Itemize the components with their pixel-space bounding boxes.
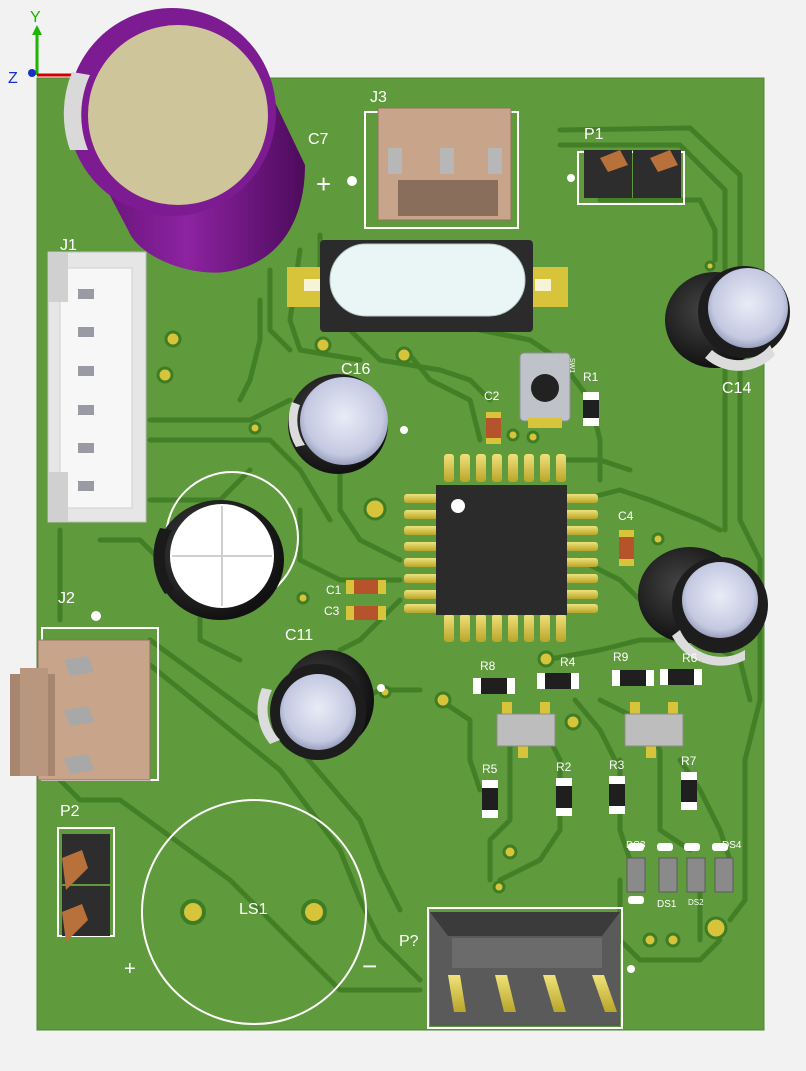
label-p2: P2 (60, 803, 80, 820)
resistor-r5[interactable] (482, 780, 498, 818)
crystal-oscillator[interactable] (287, 240, 568, 332)
buzzer-ls1[interactable] (141, 799, 367, 1025)
resistor-r8[interactable] (473, 678, 515, 694)
resistor-r9[interactable] (612, 670, 654, 686)
label-c4: C4 (618, 509, 634, 523)
axis-y-label: Y (30, 9, 41, 26)
label-j1: J1 (60, 237, 77, 254)
label-ds1: DS1 (657, 899, 677, 910)
label-c11: C11 (285, 627, 313, 644)
connector-p-unknown[interactable] (427, 907, 623, 1029)
ic-pins-right (564, 494, 598, 613)
led-ds2[interactable] (684, 843, 706, 893)
label-p1: P1 (584, 126, 604, 143)
led-ds1[interactable] (657, 843, 678, 893)
axis-z-label: Z (8, 70, 18, 87)
label-c3: C3 (324, 604, 340, 618)
connector-j1[interactable] (47, 251, 147, 523)
label-r6: R6 (682, 651, 698, 665)
header-p1[interactable] (577, 150, 685, 205)
label-ds2: DS2 (688, 898, 704, 907)
header-p2[interactable] (57, 827, 115, 942)
label-c16: C16 (341, 361, 370, 378)
white-markers (91, 174, 635, 973)
capacitor-c3[interactable] (346, 606, 386, 620)
resistor-r3[interactable] (609, 776, 625, 814)
label-j3: J3 (370, 89, 387, 106)
label-c1: C1 (326, 583, 342, 597)
resistor-r2[interactable] (556, 778, 572, 816)
label-c2: C2 (484, 389, 500, 403)
label-r8: R8 (480, 659, 496, 673)
led-ds3[interactable] (626, 843, 646, 904)
label-ds3: DS3 (626, 840, 646, 851)
resistor-r1[interactable] (583, 392, 599, 426)
capacitor-c4[interactable] (619, 530, 634, 566)
label-ls1-plus: + (124, 958, 136, 980)
capacitor-c7[interactable] (63, 8, 305, 273)
label-r1: R1 (583, 370, 599, 384)
label-r9: R9 (613, 650, 629, 664)
label-sw1: SW1 (568, 358, 575, 373)
ic-mcu[interactable] (404, 454, 598, 642)
ic-pins-bottom (444, 614, 566, 642)
label-c7-plus: + (316, 169, 331, 199)
label-c14: C14 (722, 380, 751, 397)
label-p-unknown: P? (399, 933, 419, 950)
copper-traces (57, 125, 763, 993)
ic-pins-left (404, 494, 438, 613)
capacitor-c11[interactable] (257, 650, 374, 760)
vias (156, 260, 728, 948)
connector-j2[interactable] (10, 627, 159, 781)
label-ls1: LS1 (239, 901, 268, 918)
ic-pins-top (444, 454, 566, 482)
switch-sw1[interactable] (519, 352, 571, 428)
resistor-r6[interactable] (660, 669, 702, 685)
connector-j3[interactable] (364, 107, 519, 229)
label-ls1-minus: − (362, 951, 377, 981)
label-r3: R3 (609, 758, 625, 772)
label-r2: R2 (556, 760, 572, 774)
capacitor-large-left[interactable] (153, 471, 299, 620)
capacitor-c14[interactable] (665, 266, 790, 371)
transistor-right[interactable] (624, 702, 684, 758)
label-r5: R5 (482, 762, 498, 776)
led-ds4[interactable] (712, 843, 734, 893)
capacitor-large-right[interactable] (638, 547, 768, 666)
label-c7: C7 (308, 131, 329, 148)
axis-gizmo: Y Z (8, 9, 78, 87)
transistor-left[interactable] (496, 702, 556, 758)
resistor-r7[interactable] (681, 772, 697, 810)
label-ds4: DS4 (722, 840, 742, 851)
capacitor-c2[interactable] (486, 412, 501, 444)
label-r4: R4 (560, 655, 576, 669)
label-r7: R7 (681, 754, 697, 768)
capacitor-c16[interactable] (288, 374, 388, 474)
capacitor-c1[interactable] (346, 580, 386, 594)
label-j2: J2 (58, 590, 75, 607)
resistor-r4[interactable] (537, 673, 579, 689)
